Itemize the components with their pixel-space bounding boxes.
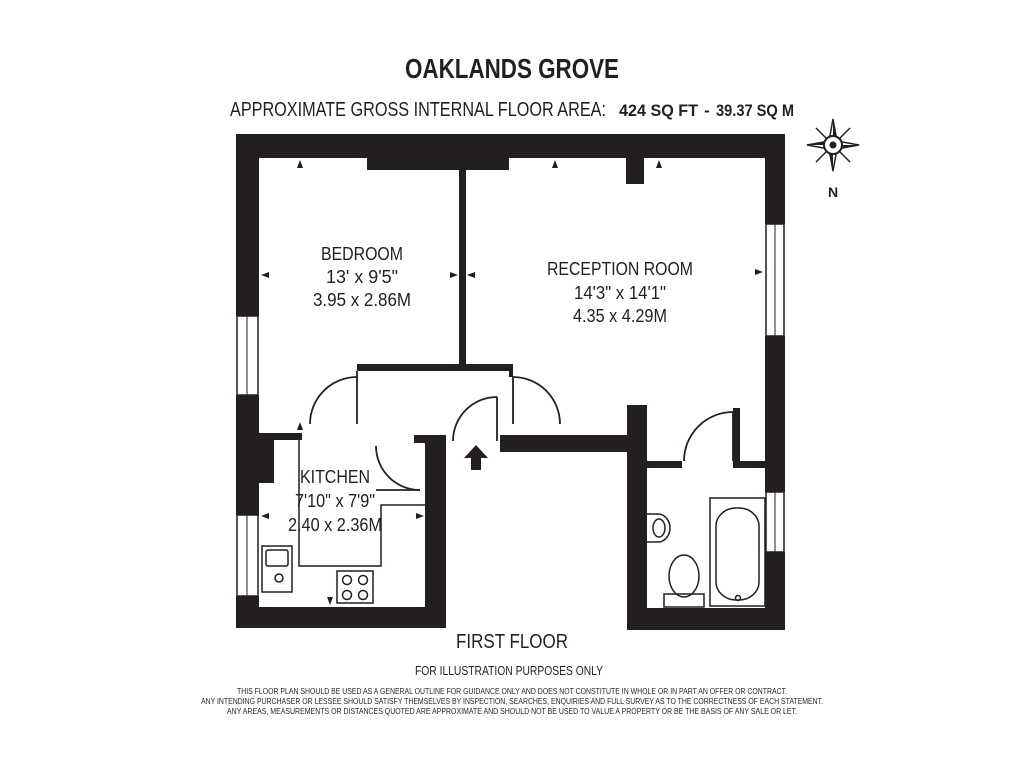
toilet-icon <box>663 554 705 608</box>
window-glazing-lines <box>246 224 776 596</box>
doors <box>309 371 734 491</box>
plan-title: OAKLANDS GROVE <box>405 53 619 84</box>
disclaimer-line-1: THIS FLOOR PLAN SHOULD BE USED AS A GENE… <box>237 687 787 696</box>
area-sqm: 39.37 SQ M <box>716 101 794 120</box>
area-sqft: 424 SQ FT <box>619 101 699 120</box>
windows <box>236 223 785 597</box>
entrance-arrow-icon <box>464 445 488 470</box>
kitchen-name: KITCHEN <box>300 467 370 487</box>
illustration-note: FOR ILLUSTRATION PURPOSES ONLY <box>415 663 603 678</box>
bedroom-name: BEDROOM <box>321 244 403 264</box>
area-label: APPROXIMATE GROSS INTERNAL FLOOR AREA: <box>230 99 606 121</box>
bedroom-imperial: 13' x 9'5" <box>326 267 398 287</box>
reception-metric: 4.35 x 4.29M <box>573 306 667 326</box>
basin-icon <box>647 513 671 543</box>
disclaimer-line-3: ANY AREAS, MEASUREMENTS OR DISTANCES QUO… <box>227 707 797 716</box>
kitchen-metric: 2.40 x 2.36M <box>288 515 382 535</box>
hob-icon <box>336 570 374 604</box>
dimension-markers <box>261 160 763 605</box>
compass-icon <box>806 118 860 172</box>
bathtub-icon <box>709 497 766 607</box>
disclaimer-line-2: ANY INTENDING PURCHASER OR LESSEE SHOULD… <box>201 697 823 706</box>
walls <box>236 134 785 630</box>
kitchen-fittings <box>261 440 426 593</box>
bedroom-metric: 3.95 x 2.86M <box>313 290 411 310</box>
reception-imperial: 14'3" x 14'1" <box>574 283 666 303</box>
reception-name: RECEPTION ROOM <box>547 259 693 279</box>
compass-north-label: N <box>828 184 838 200</box>
area-separator: - <box>704 101 710 120</box>
floor-label: FIRST FLOOR <box>456 631 568 653</box>
kitchen-imperial: 7'10" x 7'9" <box>295 491 375 511</box>
